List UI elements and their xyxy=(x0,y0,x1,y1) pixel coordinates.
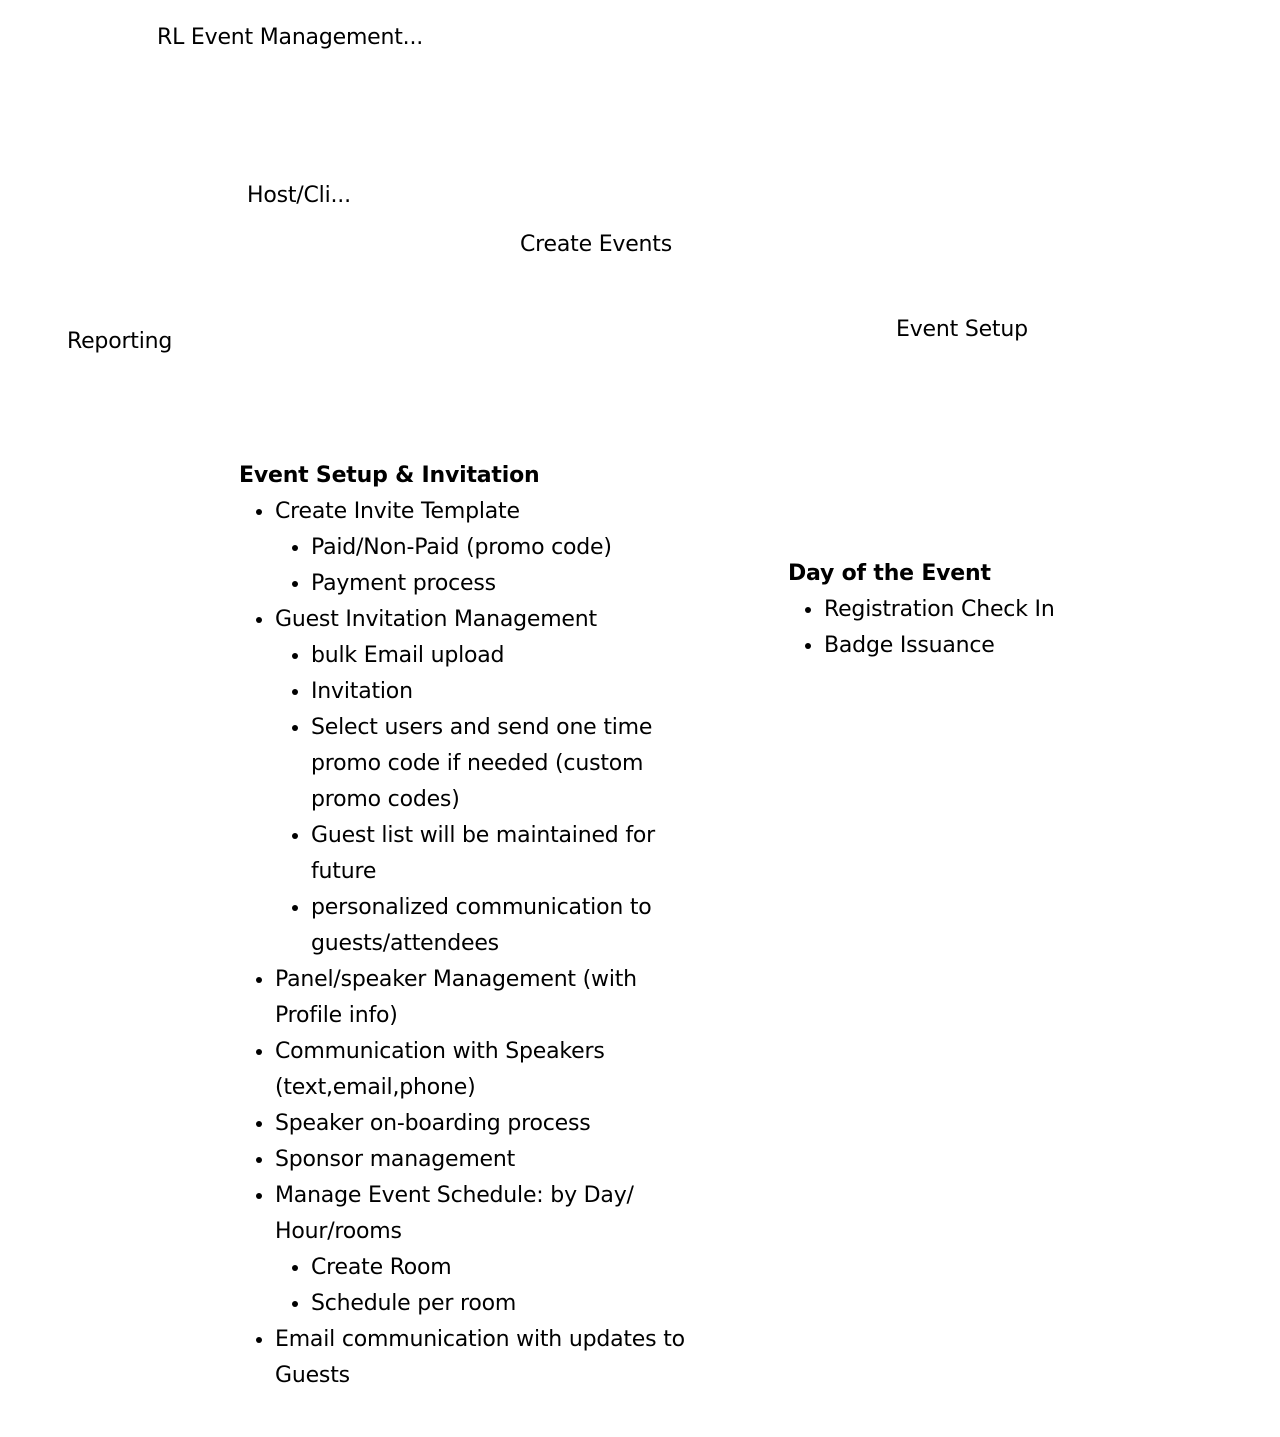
list-item: Create Room xyxy=(311,1250,699,1286)
node-reporting-label[interactable]: Reporting xyxy=(67,329,173,354)
list-item: bulk Email upload xyxy=(311,638,699,674)
list-item: Payment process xyxy=(311,566,699,602)
node-create-events-label[interactable]: Create Events xyxy=(520,232,672,257)
day-note-title: Day of the Event xyxy=(788,561,991,586)
invitation-note-title: Event Setup & Invitation xyxy=(239,463,540,488)
list-item: Guest Invitation Management bulk Email u… xyxy=(275,602,699,962)
invitation-list: Create Invite Template Paid/Non-Paid (pr… xyxy=(239,494,699,1394)
node-host-label[interactable]: Host/Cli... xyxy=(247,183,351,208)
day-list: Registration Check In Badge Issuance xyxy=(788,592,1208,664)
list-item: Select users and send one time promo cod… xyxy=(311,710,699,818)
node-root-label[interactable]: RL Event Management... xyxy=(157,25,424,50)
list-item: Panel/speaker Management (with Profile i… xyxy=(275,962,699,1034)
list-item: Communication with Speakers (text,email,… xyxy=(275,1034,699,1106)
day-of-event-note[interactable]: Day of the Event Registration Check In B… xyxy=(788,556,1208,664)
list-item: Paid/Non-Paid (promo code) xyxy=(311,530,699,566)
list-item: personalized communication to guests/att… xyxy=(311,890,699,962)
node-event-setup-label[interactable]: Event Setup xyxy=(896,317,1028,342)
list-item: Sponsor management xyxy=(275,1142,699,1178)
list-item: Badge Issuance xyxy=(824,628,1208,664)
list-item: Manage Event Schedule: by Day/ Hour/room… xyxy=(275,1178,699,1322)
invitation-note[interactable]: Event Setup & Invitation Create Invite T… xyxy=(239,458,699,1394)
list-item: Schedule per room xyxy=(311,1286,699,1322)
list-item: Guest list will be maintained for future xyxy=(311,818,699,890)
list-item: Create Invite Template Paid/Non-Paid (pr… xyxy=(275,494,699,602)
list-item: Speaker on-boarding process xyxy=(275,1106,699,1142)
list-item: Invitation xyxy=(311,674,699,710)
list-item: Email communication with updates to Gues… xyxy=(275,1322,699,1394)
list-item: Registration Check In xyxy=(824,592,1208,628)
